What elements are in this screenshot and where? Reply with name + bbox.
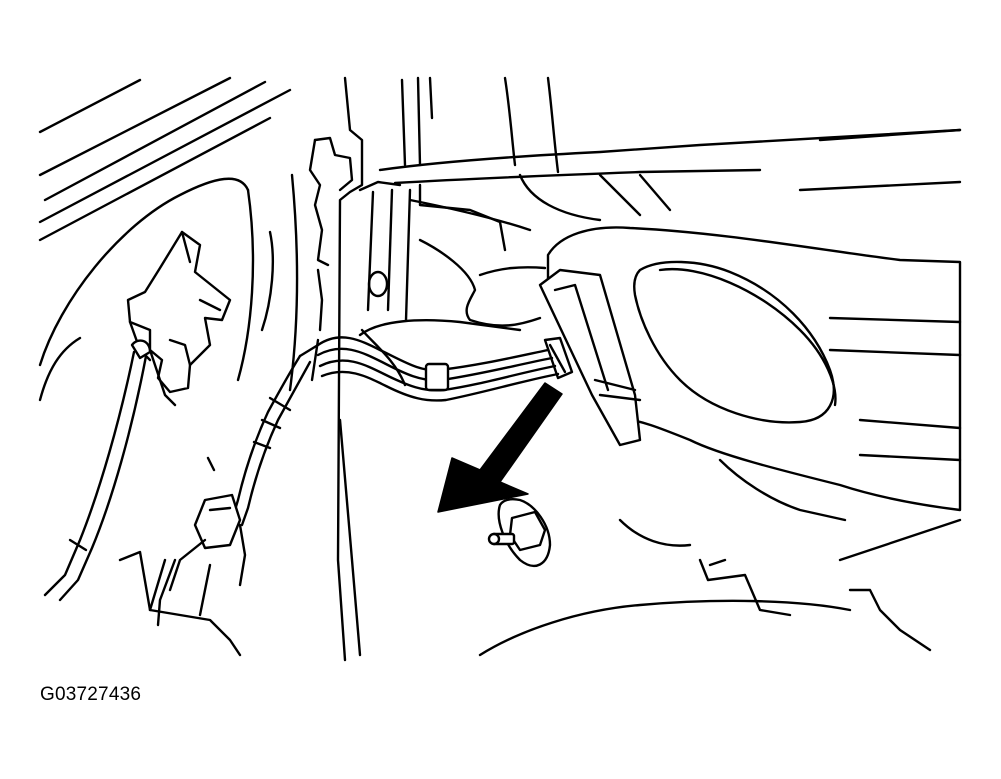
pointer-arrow — [437, 382, 563, 513]
bolt-stud — [487, 498, 552, 567]
left-bracket-assembly — [126, 230, 232, 407]
right-housing-with-oval — [538, 226, 962, 512]
housing-body — [358, 238, 547, 387]
figure-code-label: G03727436 — [40, 684, 142, 705]
lower-left-housing — [118, 550, 242, 657]
central-pillar — [308, 76, 434, 662]
upper-panel — [378, 76, 962, 252]
wiring-harness — [230, 336, 560, 527]
upper-left-diagonal-lines — [38, 76, 292, 242]
lower-left-clip — [156, 456, 247, 627]
left-rod-cable — [43, 339, 152, 602]
lower-right-housing — [478, 458, 962, 657]
